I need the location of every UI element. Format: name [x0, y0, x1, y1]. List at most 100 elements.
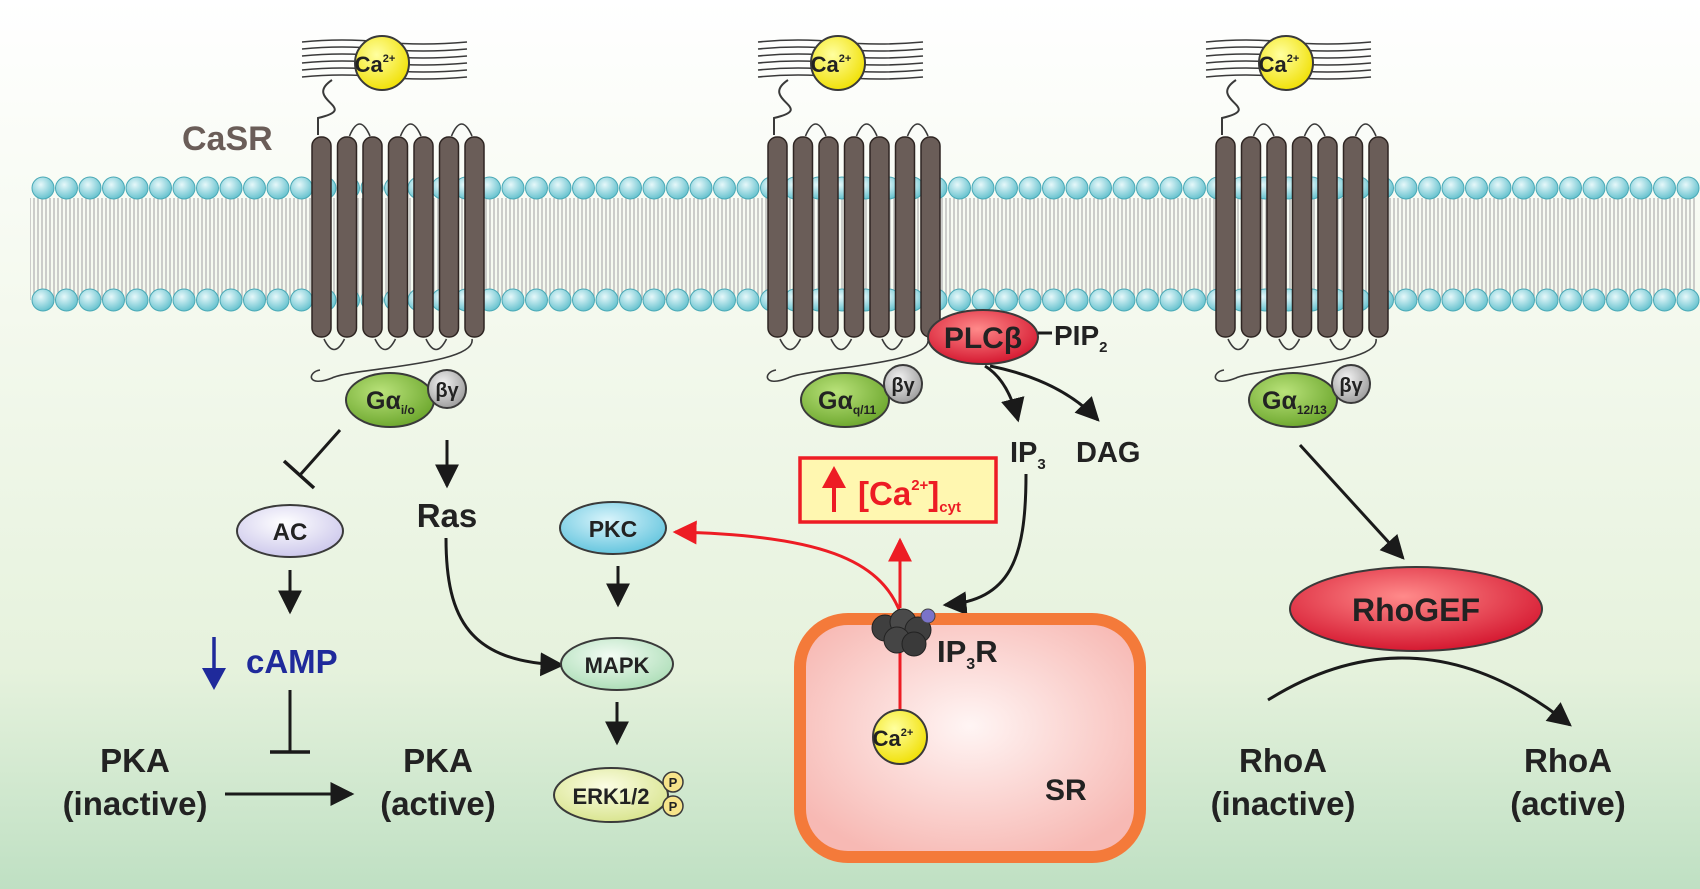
lipid-head: [1418, 288, 1441, 312]
g-beta-gamma-q-node: [883, 364, 923, 404]
lipid-head: [196, 176, 219, 200]
lipid-head: [595, 176, 619, 200]
lipid-head: [1159, 176, 1183, 200]
receptor-helix: [311, 136, 332, 338]
receptor-tether: [1221, 79, 1240, 135]
lipid-head: [501, 176, 525, 200]
receptor-loop: [323, 338, 346, 351]
lipid-head: [736, 288, 760, 312]
sr-ca-label: Ca2+: [873, 726, 914, 751]
lipid-head: [619, 176, 642, 200]
lipid-head: [1089, 176, 1112, 200]
lipid-head: [125, 288, 149, 312]
lipid-head: [219, 288, 243, 312]
receptor-helix: [464, 136, 485, 338]
rhogef-node: [1289, 566, 1543, 652]
gi-pathway: Gαi/o βγ AC cAMP PKA (inactive) PKA (act…: [63, 369, 684, 823]
receptor-helix: [336, 136, 358, 338]
lipid-head: [666, 176, 689, 200]
receptor-helix: [1291, 136, 1313, 338]
lipid-head: [971, 288, 995, 312]
receptor-loop: [1303, 123, 1326, 137]
lipid-head: [713, 176, 736, 200]
lipid-head: [290, 176, 313, 200]
lipid-head: [1418, 176, 1441, 200]
lipid-head: [102, 288, 125, 312]
lipid-head: [525, 176, 548, 200]
g-alpha-1213-node: [1248, 372, 1338, 428]
lipid-head: [219, 176, 243, 200]
g12-pathway: Gα12/13 βγ RhoGEF RhoA (inactive) RhoA (…: [1211, 364, 1626, 822]
lipid-head: [1512, 176, 1535, 200]
lipid-head: [995, 176, 1018, 200]
receptor-helix: [362, 136, 383, 338]
ca-cyt-increase-arrowhead: [822, 466, 846, 488]
arrow-rhoa-activation: [1267, 656, 1572, 727]
rhoa-inactive-line2: (inactive): [1211, 785, 1356, 822]
ip3r-channel: [871, 608, 936, 657]
inhibit-ac-line: [298, 429, 342, 476]
receptor-c-tail: [310, 338, 473, 383]
lipid-head: [55, 176, 78, 200]
receptor-helix: [1342, 136, 1364, 338]
ca-ligand-label: Ca2+: [1259, 52, 1300, 77]
arrow-plc-dag: [989, 364, 1100, 422]
plc-beta-label: PLCβ: [944, 322, 1022, 355]
receptor-helix: [843, 136, 865, 338]
receptor-helix: [438, 136, 460, 338]
g-alpha-io-label: Gαi/o: [366, 387, 415, 417]
lipid-head: [1512, 288, 1535, 312]
lipid-head: [1394, 176, 1418, 200]
mapk-label: MAPK: [585, 653, 650, 678]
receptor-helix: [920, 136, 941, 338]
lipid-head: [1653, 288, 1676, 312]
lipid-head: [78, 288, 102, 312]
lipid-head: [619, 288, 642, 312]
arrow-ca-pkc: [672, 520, 902, 613]
lipid-head: [948, 176, 971, 200]
ip3r-label: IP3R: [937, 634, 998, 673]
membrane-inner-heads: [31, 288, 1700, 312]
receptor-loop: [881, 338, 904, 351]
lipid-head: [1465, 176, 1488, 200]
lipid-head: [1582, 288, 1606, 312]
ac-node: [236, 504, 344, 558]
lipid-head: [1136, 288, 1159, 312]
receptor-loop: [348, 123, 371, 137]
receptor-tether: [773, 79, 792, 135]
ca-cyt-label: [Ca2+]cyt: [858, 475, 961, 516]
arrow-ras-mapk: [444, 537, 565, 677]
receptor-helix: [767, 136, 788, 338]
pka-inactive-line1: PKA: [100, 742, 170, 779]
pip2-label: PIP2: [1054, 320, 1107, 356]
erk-phospho-1-label: P: [669, 775, 678, 790]
lipid-head: [1629, 288, 1653, 312]
receptor-helix: [1368, 136, 1389, 338]
g-alpha-q11-node: [800, 372, 890, 428]
receptor-helix: [869, 136, 890, 338]
lipid-head: [31, 176, 55, 200]
rhoa-active-line1: RhoA: [1524, 742, 1612, 779]
lipid-head: [1441, 176, 1465, 200]
receptor-loop: [779, 338, 802, 351]
arrow-ip3-ip3r: [942, 473, 1028, 616]
lipid-head: [1535, 176, 1559, 200]
g-beta-gamma-q-label: βγ: [891, 375, 915, 397]
g-beta-gamma-12-node: [1331, 364, 1371, 404]
receptor-helix: [1266, 136, 1287, 338]
lipid-head: [1629, 176, 1653, 200]
lipid-head: [595, 288, 619, 312]
lipid-head: [1018, 288, 1042, 312]
lipid-head: [1582, 176, 1606, 200]
receptor-loop: [374, 338, 397, 351]
lipid-head: [266, 176, 290, 200]
arrow-g12-rhogef: [1298, 443, 1405, 560]
camp-label: cAMP: [246, 643, 338, 680]
g-beta-gamma-label: βγ: [435, 380, 459, 402]
ca-ligand-node: [1258, 35, 1314, 91]
receptor-loop: [1227, 338, 1250, 351]
lipid-head: [948, 288, 971, 312]
receptor-c-tail: [766, 338, 929, 383]
